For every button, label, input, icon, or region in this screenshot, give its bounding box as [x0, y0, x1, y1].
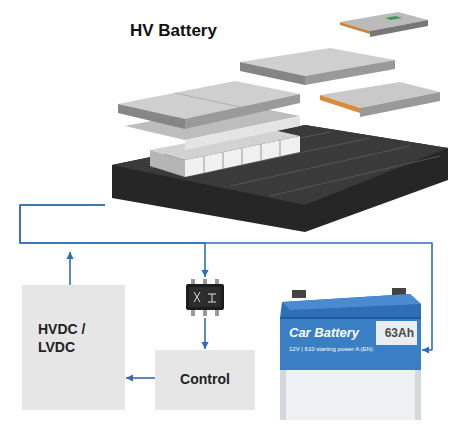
connector [66, 252, 73, 285]
node-label: Car Battery [289, 325, 359, 340]
arrowhead [201, 342, 208, 349]
node-label: HV Battery [130, 20, 217, 41]
module-front [360, 92, 440, 117]
node-label: 63Ah [385, 326, 419, 340]
car-battery-illustration [280, 288, 421, 420]
converter-box: HVDC / LVDC [22, 285, 125, 410]
cell-module-side [150, 150, 185, 177]
busbar [320, 95, 360, 113]
battery-tray-top [112, 125, 448, 205]
control-box: Control [155, 350, 255, 410]
cell-dividers [204, 140, 280, 173]
connector [126, 374, 155, 381]
node-label: 12V | 610 starting power A (EN) [289, 346, 419, 352]
lid-side [118, 104, 185, 129]
connector-line [20, 205, 205, 277]
bms-board-front [370, 20, 428, 37]
module-front [305, 60, 395, 85]
battery-tray [112, 125, 448, 232]
optocoupler-chip [186, 279, 224, 316]
arrowhead [126, 374, 133, 381]
arrowhead [201, 270, 208, 277]
lid-seam [175, 93, 240, 107]
bms-chip [385, 16, 402, 20]
label-row: Car Battery 63Ah [289, 325, 419, 340]
node-label: Control [180, 371, 230, 389]
module-side [240, 62, 305, 85]
node-label: HVDC / LVDC [38, 321, 104, 356]
car-battery: Car Battery 63Ah 12V | 610 starting power … [283, 322, 421, 368]
bms-board-edge [340, 22, 370, 34]
battery-pack: HV Battery [105, 15, 450, 233]
arrowhead [66, 252, 73, 259]
arrowhead [422, 346, 429, 353]
